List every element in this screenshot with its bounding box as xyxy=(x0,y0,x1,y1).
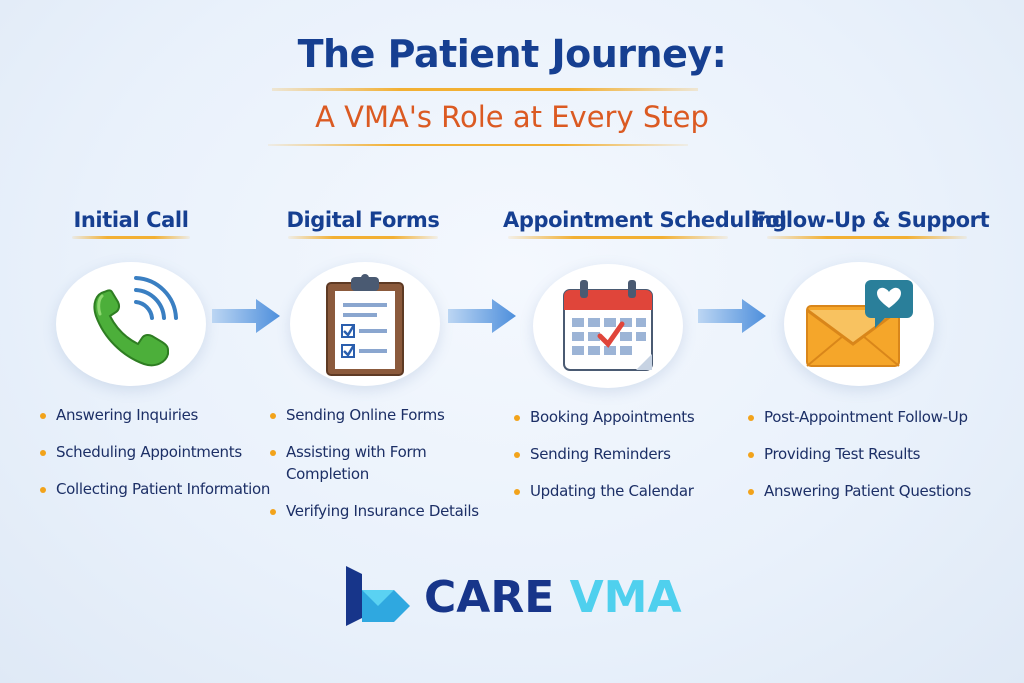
step-initial-call: Initial Call xyxy=(16,208,246,239)
brand-logo: CARE VMA xyxy=(342,562,682,632)
step-follow-up-support: Follow-Up & Support xyxy=(752,208,990,239)
logo-mark-icon xyxy=(346,566,410,626)
list-item: Post-Appointment Follow-Up xyxy=(748,406,971,428)
list-item: Providing Test Results xyxy=(748,443,971,465)
logo-text-care: CARE xyxy=(424,571,555,623)
list-item: Verifying Insurance Details xyxy=(270,500,490,522)
list-item: Sending Reminders xyxy=(514,443,694,465)
step-title: Digital Forms xyxy=(286,208,440,232)
step-bullet-list: Booking Appointments Sending Reminders U… xyxy=(514,406,695,517)
list-item: Booking Appointments xyxy=(514,406,695,428)
step-bullet-list: Answering Inquiries Scheduling Appointme… xyxy=(40,404,270,515)
phone-icon xyxy=(56,262,206,386)
arrow-right-icon xyxy=(696,296,768,336)
step-bullet-list: Post-Appointment Follow-Up Providing Tes… xyxy=(748,406,971,517)
step-underline xyxy=(767,236,967,239)
subtitle-underline xyxy=(268,144,688,146)
step-underline xyxy=(508,236,728,239)
step-title: Follow-Up & Support xyxy=(752,208,990,232)
list-item: Answering Patient Questions xyxy=(748,480,971,502)
logo-wordmark: CARE VMA xyxy=(424,572,682,623)
step-digital-forms: Digital Forms xyxy=(248,208,478,239)
arrow-right-icon xyxy=(210,296,282,336)
title-underline xyxy=(272,88,698,91)
calendar-icon xyxy=(533,264,683,388)
logo-text-vma: VMA xyxy=(569,571,682,623)
step-title: Appointment Scheduling xyxy=(503,208,787,232)
step-underline xyxy=(288,236,438,239)
step-appointment-scheduling: Appointment Scheduling xyxy=(503,208,787,239)
list-item: Scheduling Appointments xyxy=(40,441,270,463)
list-item: Collecting Patient Information xyxy=(40,478,270,500)
list-item: Answering Inquiries xyxy=(40,404,270,426)
arrow-right-icon xyxy=(446,296,518,336)
page-title: The Patient Journey: xyxy=(297,32,727,76)
page-subtitle: A VMA's Role at Every Step xyxy=(315,100,709,134)
list-item: Updating the Calendar xyxy=(514,480,694,502)
envelope-heart-icon xyxy=(784,262,934,386)
step-title: Initial Call xyxy=(73,208,189,232)
step-bullet-list: Sending Online Forms Assisting with Form… xyxy=(270,404,490,537)
clipboard-icon xyxy=(290,262,440,386)
title-block: The Patient Journey: xyxy=(0,32,1024,76)
list-item: Assisting with Form Completion xyxy=(270,441,466,485)
list-item: Sending Online Forms xyxy=(270,404,490,426)
step-underline xyxy=(72,236,190,239)
